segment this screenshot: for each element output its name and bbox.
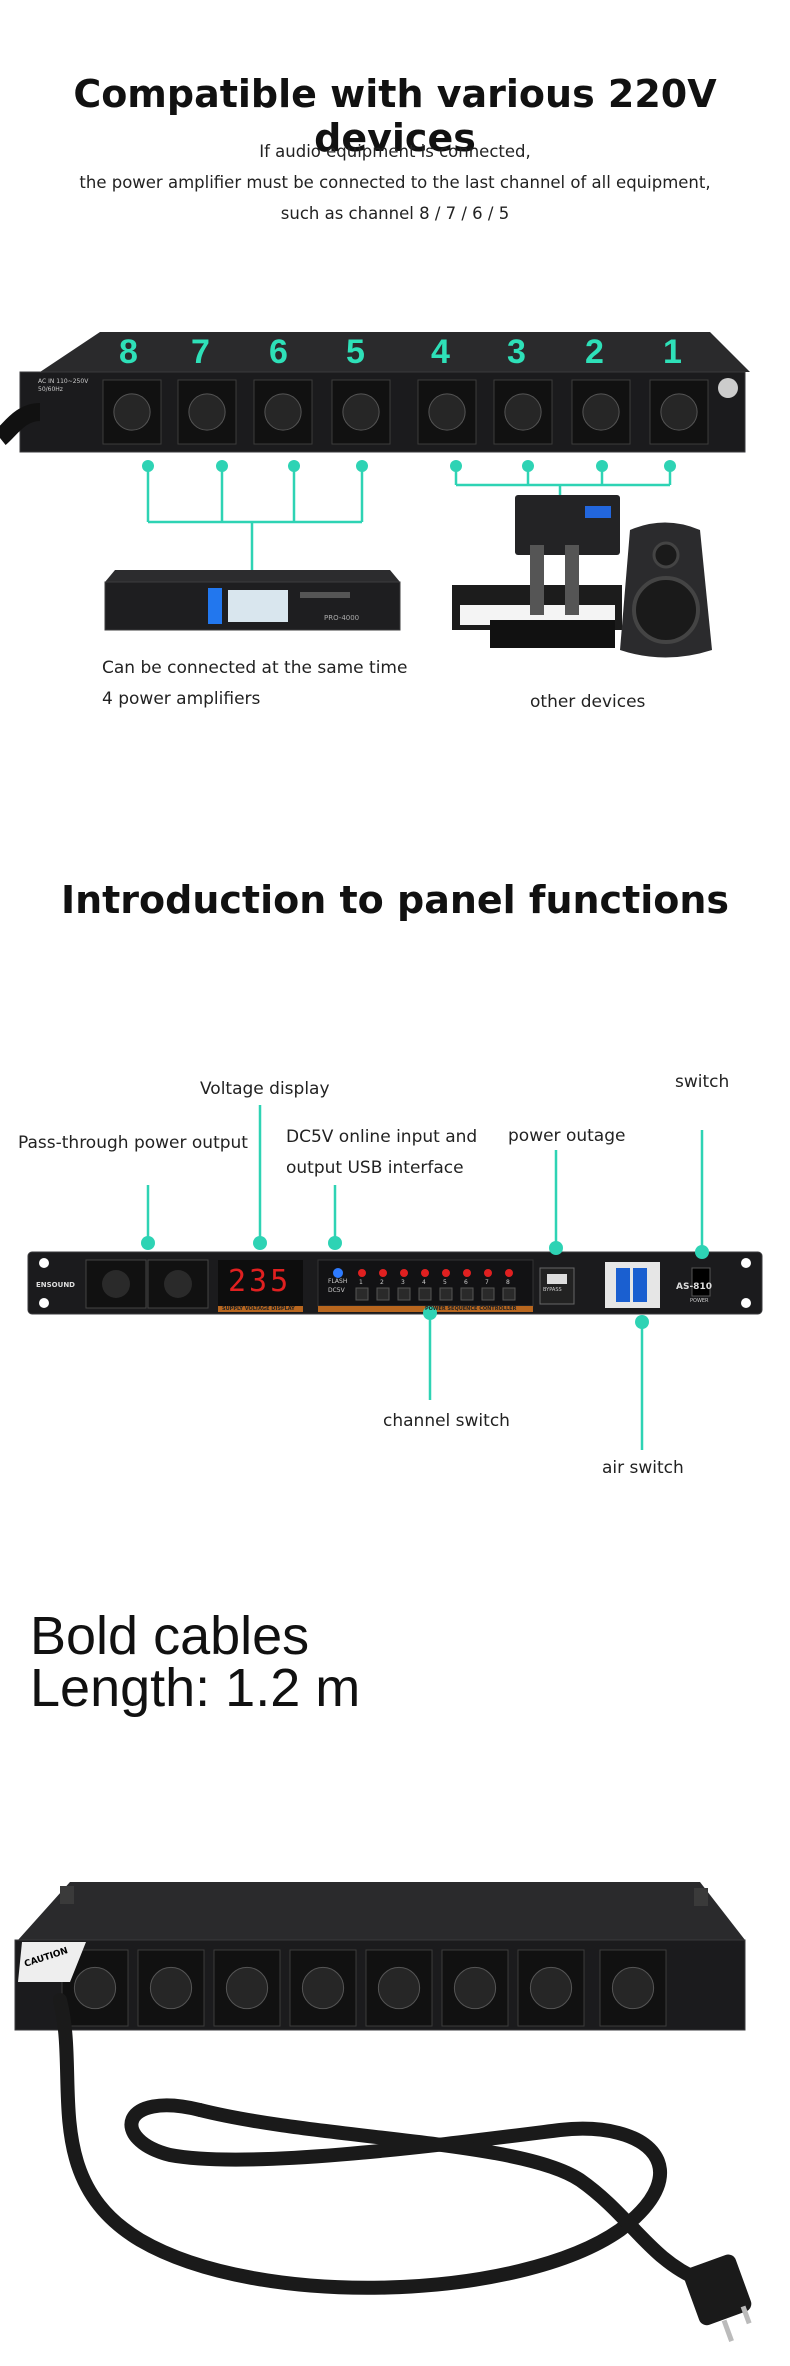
channel-led-8 [505, 1269, 513, 1277]
channel-led-number-7: 7 [485, 1279, 489, 1286]
socket-face-2 [149, 1966, 193, 2010]
rear-socket-group [102, 379, 709, 445]
socket-face-5 [377, 1966, 421, 2010]
section1-desc-line1: If audio equipment is connected, [259, 142, 531, 161]
socket-face-3 [225, 1966, 269, 2010]
channel-led-group [355, 1269, 516, 1301]
flash-label: FLASH [328, 1278, 348, 1285]
ac-input-label: AC IN 110~250V 50/60Hz [38, 378, 89, 393]
channel-button-1[interactable] [355, 1287, 369, 1301]
channel-led-2 [379, 1269, 387, 1277]
socket-face-7 [529, 1966, 573, 2010]
front-panel-illustration [27, 1105, 763, 1450]
channel-led-1 [358, 1269, 366, 1277]
amp-label: PRO-4000 [324, 614, 359, 622]
channel-number-2: 2 [585, 333, 604, 371]
socket-face-1 [113, 393, 151, 431]
channel-led-6 [463, 1269, 471, 1277]
power-outage-label: power outage [508, 1126, 626, 1146]
dc5v-panel-label: DC5V [328, 1287, 345, 1294]
air-switch-label: air switch [602, 1458, 684, 1478]
pass-through-label: Pass-through power output [18, 1133, 248, 1153]
channel-led-number-3: 3 [401, 1279, 405, 1286]
channel-number-6: 6 [269, 333, 288, 371]
channel-button-2[interactable] [376, 1287, 390, 1301]
channel-number-4: 4 [431, 333, 450, 371]
rear-panel-illustration: PRO-4000 [0, 332, 750, 658]
channel-led-number-4: 4 [422, 1279, 426, 1286]
socket-face-6 [453, 1966, 497, 2010]
channel-switch-label: channel switch [383, 1411, 510, 1431]
channel-led-number-2: 2 [380, 1279, 384, 1286]
socket-face-5 [428, 393, 466, 431]
power-label: POWER [690, 1298, 709, 1304]
channel-led-3 [400, 1269, 408, 1277]
brand-logo: ENSOUND [36, 1281, 75, 1289]
voltage-readout: 235 [228, 1264, 292, 1299]
channel-button-5[interactable] [439, 1287, 453, 1301]
section1-desc-line2: the power amplifier must be connected to… [79, 173, 711, 192]
channel-number-5: 5 [346, 333, 365, 371]
channel-led-5 [442, 1269, 450, 1277]
channel-button-3[interactable] [397, 1287, 411, 1301]
channel-led-4 [421, 1269, 429, 1277]
channel-button-8[interactable] [502, 1287, 516, 1301]
cable-heading-line2: Length: 1.2 m [30, 1658, 361, 1718]
switch-label: switch [675, 1072, 730, 1092]
amp-caption-line1: Can be connected at the same time [102, 658, 408, 678]
socket-face-3 [264, 393, 302, 431]
section1-title: Compatible with various 220V devices [73, 72, 717, 160]
model-label: AS-810 [676, 1282, 712, 1292]
supply-voltage-label: SUPPLY VOLTAGE DISPLAY [222, 1306, 295, 1312]
socket-8 [649, 379, 709, 445]
dc5v-label-line1: DC5V online input and [286, 1127, 478, 1147]
dc5v-label-line2: output USB interface [286, 1158, 464, 1178]
channel-led-7 [484, 1269, 492, 1277]
section2-title: Introduction to panel functions [60, 878, 730, 922]
channel-led-number-1: 1 [359, 1279, 363, 1286]
cable-product-illustration: CAUTION [14, 1882, 752, 2342]
channel-button-6[interactable] [460, 1287, 474, 1301]
bypass-label: BYPASS [543, 1287, 562, 1293]
channel-number-7: 7 [191, 333, 210, 371]
amp-caption-line2: 4 power amplifiers [102, 689, 261, 709]
socket-face-4 [301, 1966, 345, 2010]
channel-button-4[interactable] [418, 1287, 432, 1301]
rear-socket-group-2 [61, 1949, 667, 2027]
socket-face-2 [188, 393, 226, 431]
socket-face-6 [504, 393, 542, 431]
socket-face-7 [582, 393, 620, 431]
sequence-controller-label: POWER SEQUENCE CONTROLLER [425, 1306, 517, 1312]
channel-led-number-8: 8 [506, 1279, 510, 1286]
cable-heading-line1: Bold cables [30, 1606, 310, 1666]
channel-number-8: 8 [119, 333, 138, 371]
channel-button-7[interactable] [481, 1287, 495, 1301]
section1-desc-line3: such as channel 8 / 7 / 6 / 5 [280, 204, 510, 223]
channel-led-number-5: 5 [443, 1279, 447, 1286]
socket-face-8 [660, 393, 698, 431]
channel-number-1: 1 [663, 333, 682, 371]
socket-face-4 [342, 393, 380, 431]
other-devices-caption: other devices [530, 692, 646, 712]
socket-face-1 [73, 1966, 117, 2010]
channel-number-3: 3 [507, 333, 526, 371]
channel-led-number-6: 6 [464, 1279, 468, 1286]
socket-3 [213, 1949, 281, 2027]
socket-face-8 [611, 1966, 655, 2010]
voltage-display-label: Voltage display [200, 1079, 330, 1099]
